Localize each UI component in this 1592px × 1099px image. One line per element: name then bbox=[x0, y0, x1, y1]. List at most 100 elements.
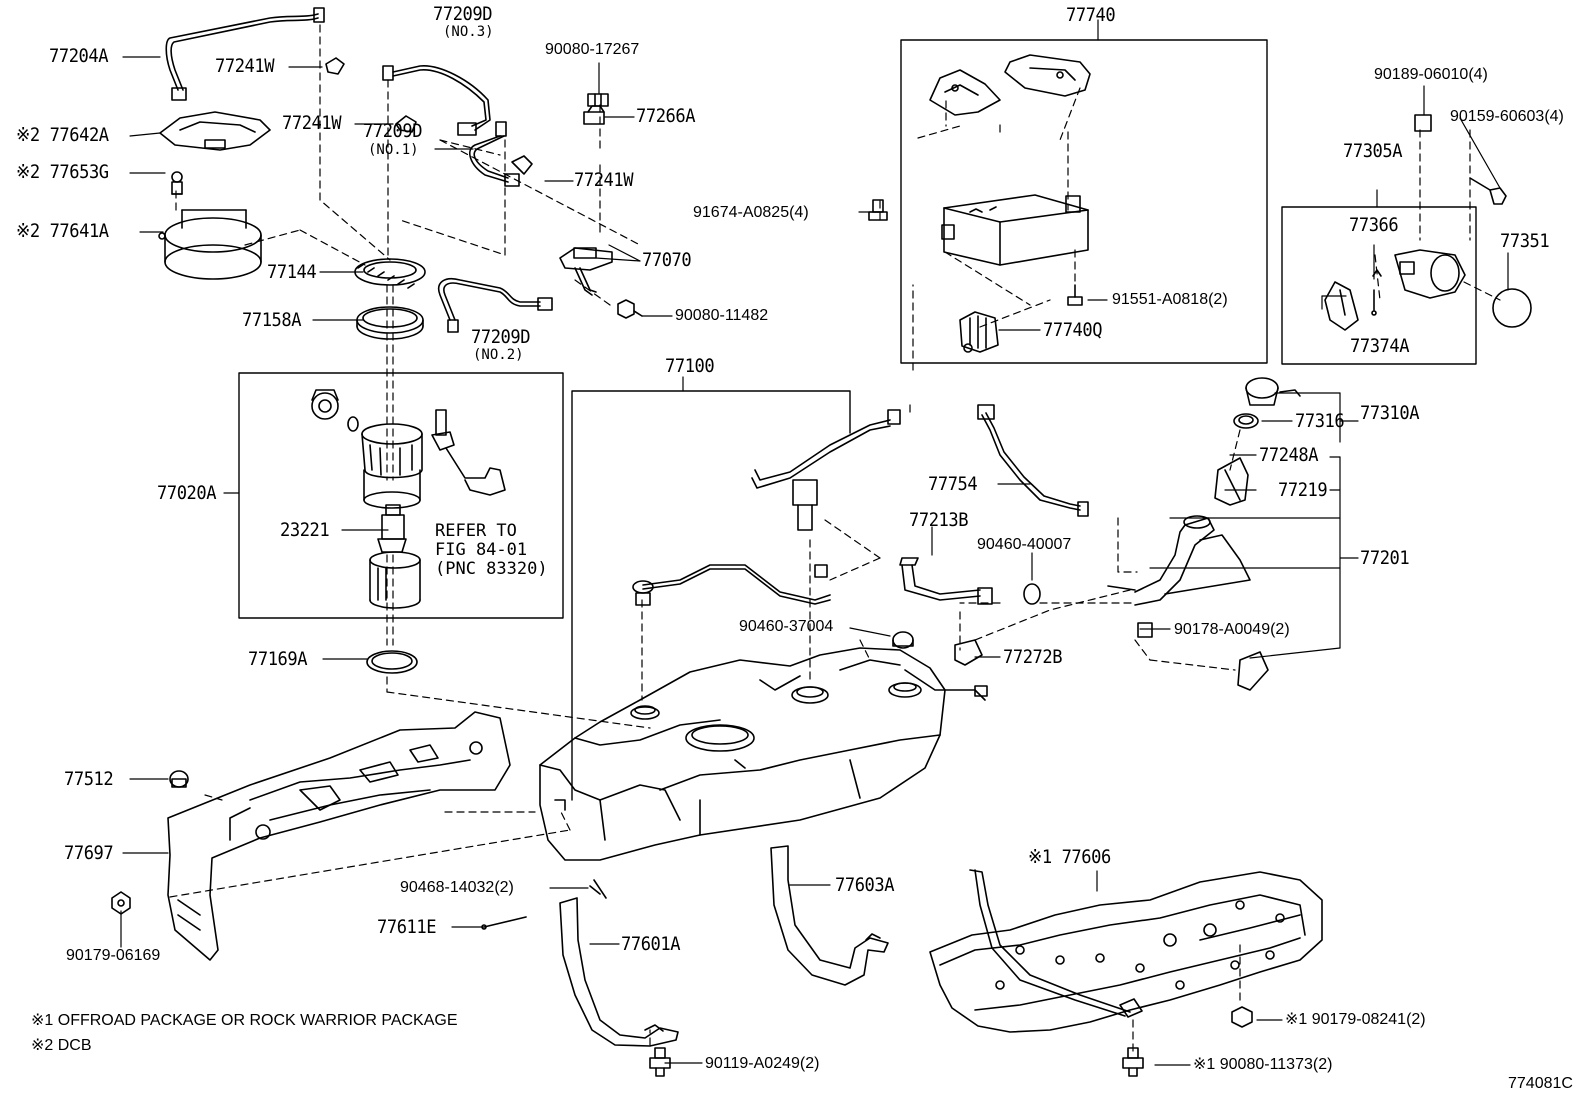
callout-77241W-c: 77241W bbox=[574, 169, 634, 191]
fuel-lid-group-box bbox=[1281, 206, 1477, 365]
callout-77070: 77070 bbox=[642, 249, 692, 271]
cover-77642A bbox=[159, 111, 271, 151]
fuel-tank-strap-77601A bbox=[559, 897, 679, 1047]
callout-77603A: 77603A bbox=[835, 874, 895, 896]
gasket-77169A bbox=[366, 650, 418, 674]
callout-90460-40007: 90460-40007 bbox=[977, 536, 1072, 553]
canister-bracket-rear bbox=[1004, 54, 1091, 97]
gasket-77316 bbox=[1233, 413, 1259, 429]
callout-77169A: 77169A bbox=[248, 648, 308, 670]
gasket-77158A bbox=[356, 306, 424, 340]
filler-bracket bbox=[1237, 651, 1269, 691]
bolt-77653G bbox=[171, 171, 183, 195]
nut-90179-06169 bbox=[111, 891, 131, 915]
bolt-90080-11482 bbox=[617, 299, 643, 319]
figure-code: 774081C bbox=[1508, 1075, 1573, 1092]
clip-77241W-a bbox=[325, 57, 345, 75]
screw-90159-60603 bbox=[1469, 177, 1507, 205]
callout-90179-06169: 90179-06169 bbox=[66, 947, 161, 964]
callout-77100: 77100 bbox=[665, 355, 715, 377]
wire-harness-77209D-no3 bbox=[382, 65, 491, 136]
callout-77158A: 77158A bbox=[242, 309, 302, 331]
bolt-91674-A0825 bbox=[868, 199, 888, 221]
callout-77601A: 77601A bbox=[621, 933, 681, 955]
wire-harness-77209D-no2 bbox=[438, 278, 553, 333]
footnote-1: ※1 OFFROAD PACKAGE OR ROCK WARRIOR PACKA… bbox=[31, 1012, 458, 1029]
callout-77642A: ※2 77642A bbox=[16, 124, 109, 146]
callout-77512: 77512 bbox=[64, 768, 114, 790]
callout-77020A: 77020A bbox=[157, 482, 217, 504]
callout-90189-06010: 90189-06010(4) bbox=[1374, 66, 1488, 83]
callout-90080-11482: 90080-11482 bbox=[675, 307, 769, 324]
callout-90080-11373: ※1 90080-11373(2) bbox=[1193, 1056, 1333, 1073]
callout-77201: 77201 bbox=[1360, 547, 1410, 569]
callout-77248A: 77248A bbox=[1259, 444, 1319, 466]
callout-91674-A0825: 91674-A0825(4) bbox=[693, 204, 809, 221]
clip-77241W-b bbox=[395, 115, 417, 133]
fuel-pump-23221 bbox=[377, 504, 407, 553]
callout-77305A: 77305A bbox=[1343, 140, 1403, 162]
callout-90460-37004: 90460-37004 bbox=[739, 618, 834, 635]
callout-77310A: 77310A bbox=[1360, 402, 1420, 424]
callout-77641A: ※2 77641A bbox=[16, 220, 109, 242]
callout-77351: 77351 bbox=[1500, 230, 1550, 252]
callout-77697: 77697 bbox=[64, 842, 114, 864]
hose-clamp-90460-40007 bbox=[1023, 583, 1041, 605]
heat-shield-77697 bbox=[167, 711, 511, 961]
fuel-tank-strap-77603A bbox=[770, 845, 889, 986]
charcoal-canister bbox=[941, 194, 1089, 266]
callout-77144: 77144 bbox=[267, 261, 317, 283]
nut-90179-08241 bbox=[1231, 1006, 1253, 1028]
callout-77366: 77366 bbox=[1349, 214, 1399, 236]
bolt-90080-11373 bbox=[1122, 1047, 1144, 1077]
pin-90468-14032 bbox=[589, 879, 607, 899]
sender-gauge-wire-77204A bbox=[165, 7, 325, 101]
tank-vent-tube bbox=[632, 409, 901, 606]
bolt-91551-A0818 bbox=[1067, 284, 1083, 306]
fuel-lid-77305A bbox=[1394, 249, 1466, 299]
callout-77219: 77219 bbox=[1278, 479, 1328, 501]
wire-harness-77209D-no1 bbox=[469, 121, 520, 187]
nut-90189-06010 bbox=[1414, 114, 1432, 132]
assembly-lines bbox=[169, 24, 1501, 1056]
callout-77611E: 77611E bbox=[377, 916, 437, 938]
fuel-pump-assembly-77020A bbox=[311, 389, 506, 509]
pin-77611E bbox=[481, 916, 527, 930]
skid-plate-77606 bbox=[929, 869, 1323, 1033]
hose-clamp-90460-37004 bbox=[892, 631, 914, 649]
fuel-lid-hinge-77374A bbox=[1324, 281, 1377, 331]
fuel-lid-pad-77351 bbox=[1492, 288, 1532, 328]
callout-23221: 23221 bbox=[280, 519, 330, 541]
callout-90179-08241: ※1 90179-08241(2) bbox=[1285, 1011, 1426, 1028]
callout-77740: 77740 bbox=[1066, 4, 1116, 26]
callout-77209D-no3: 77209D bbox=[433, 3, 493, 25]
callout-77272B: 77272B bbox=[1003, 646, 1063, 668]
bolt-90119-A0249 bbox=[649, 1047, 671, 1077]
refer-note: REFER TO FIG 84-01 (PNC 83320) bbox=[435, 521, 548, 579]
callout-77213B: 77213B bbox=[909, 509, 969, 531]
callout-77241W-a: 77241W bbox=[215, 55, 275, 77]
callout-90159-60603: 90159-60603(4) bbox=[1450, 108, 1564, 125]
fuel-pump-group-box bbox=[238, 372, 564, 619]
vent-valve-77070 bbox=[559, 247, 613, 296]
callout-77209D-no1: 77209D bbox=[363, 120, 423, 142]
evap-canister-group-box bbox=[900, 39, 1268, 364]
leader-lines bbox=[120, 19, 1509, 1066]
clamp-77266A bbox=[583, 105, 605, 125]
retainer-77641A bbox=[158, 209, 262, 280]
callout-91551-A0818: 91551-A0818(2) bbox=[1112, 291, 1228, 308]
nut-90080-17267 bbox=[587, 93, 609, 107]
callout-77606: ※1 77606 bbox=[1028, 846, 1111, 868]
canister-filter-77740Q bbox=[959, 311, 999, 353]
callout-90468-14032: 90468-14032(2) bbox=[400, 879, 514, 896]
callout-77209D-no2: 77209D bbox=[471, 326, 531, 348]
nut-77512 bbox=[169, 770, 189, 788]
callout-77316: 77316 bbox=[1295, 410, 1345, 432]
callout-77204A: 77204A bbox=[49, 45, 109, 67]
callout-77209D-no3-sub: (NO.3) bbox=[443, 24, 494, 40]
callout-77740Q: 77740Q bbox=[1043, 319, 1103, 341]
filler-pipe-77201 bbox=[1107, 515, 1251, 606]
fuel-hose-77213B bbox=[899, 557, 993, 605]
callout-77209D-no1-sub: (NO.1) bbox=[368, 142, 419, 158]
